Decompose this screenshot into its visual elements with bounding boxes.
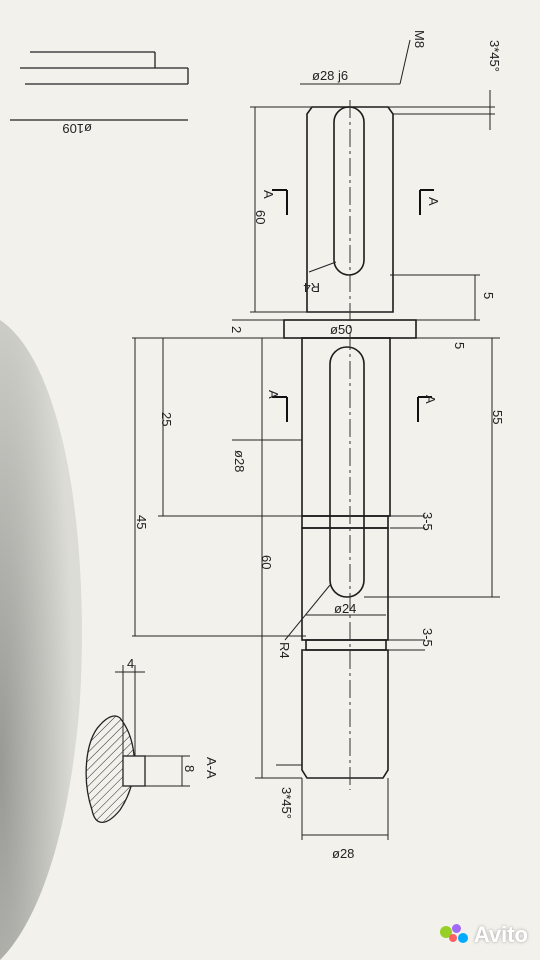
- section-aa-label: A-A: [204, 757, 219, 779]
- length-45-label: 45: [134, 515, 149, 529]
- avito-watermark-text: Avito: [473, 922, 528, 947]
- d109-label: ø109: [62, 121, 92, 136]
- avito-watermark: Avito: [439, 922, 528, 948]
- flange-outline: [10, 51, 189, 121]
- length-25-label: 25: [159, 412, 174, 426]
- d28-bottom-label: ø28: [332, 846, 354, 861]
- chamfer-bottom-label: 3*45°: [279, 787, 294, 819]
- section-a-label-2: A: [426, 197, 441, 206]
- d28j6-label: ø28 j6: [312, 68, 348, 83]
- length-55-label: 55: [490, 410, 505, 424]
- length-3-5a-label: 3-5: [420, 512, 435, 531]
- r4-top-label: R4: [303, 280, 320, 295]
- length-5b-label: 5: [452, 342, 467, 349]
- section-a-label-1: A: [261, 190, 276, 199]
- length-3-5b-label: 3-5: [420, 628, 435, 647]
- d24-label: ø24: [334, 601, 356, 616]
- section-a-label-3: A: [266, 390, 281, 399]
- m8-label: M8: [412, 30, 427, 48]
- chamfer-top-label: 3*45°: [487, 40, 502, 72]
- length-2-label: 2: [229, 326, 244, 333]
- avito-logo-icon: [439, 924, 468, 946]
- d50-label: ø50: [330, 322, 352, 337]
- section-markers: [272, 189, 434, 422]
- length-4-label: 4: [127, 656, 134, 671]
- section-aa-detail: [85, 665, 190, 824]
- r4-bottom-label: R4: [277, 642, 292, 659]
- d28-mid-label: ø28: [232, 450, 247, 472]
- length-60-mid-label: 60: [259, 555, 274, 569]
- section-a-label-4: A: [423, 395, 438, 404]
- dimension-lines: [132, 39, 500, 840]
- shadow-region: [0, 320, 82, 960]
- length-8-label: 8: [182, 765, 197, 772]
- length-60-top-label: 60: [253, 210, 268, 224]
- length-5a-label: 5: [481, 292, 496, 299]
